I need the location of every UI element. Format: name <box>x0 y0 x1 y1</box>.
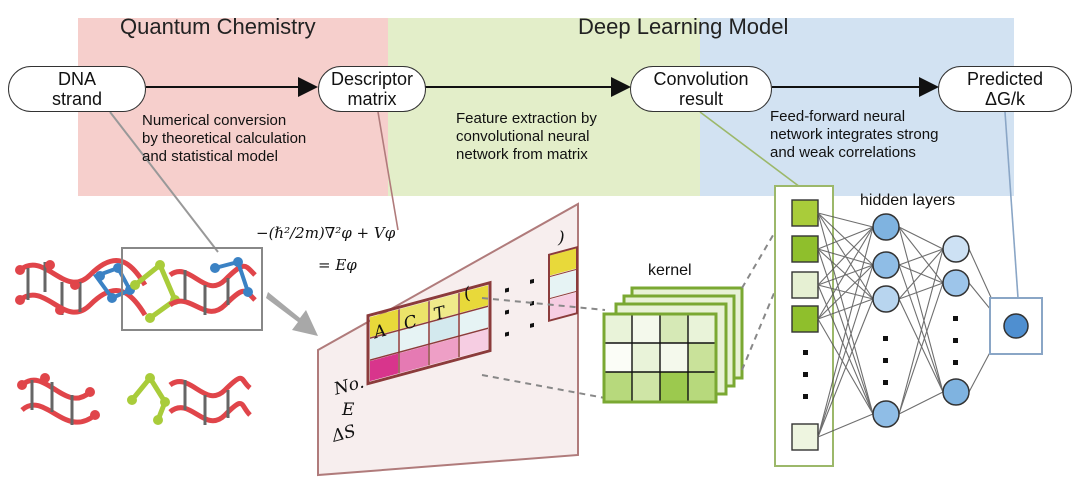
output-node <box>1003 313 1029 339</box>
dna-molecule-top-left <box>15 258 148 317</box>
network-edge <box>817 226 874 286</box>
dna-molecule-bottom-right <box>127 373 252 425</box>
edge-note-1-line1: Numerical conversion <box>142 112 287 129</box>
network-edge <box>898 226 944 250</box>
quantum-chemistry-title: Quantum Chemistry <box>120 14 316 39</box>
network-edge <box>817 413 874 438</box>
edge-note-1-line2: by theoretical calculation <box>142 130 307 147</box>
deep-learning-title: Deep Learning Model <box>578 14 789 39</box>
dashed-matrix-kernel-bottom <box>481 374 606 399</box>
node-convolution-line1: Convolution <box>653 69 749 89</box>
network-edge <box>898 248 944 300</box>
connector-predicted-to-output <box>1004 111 1019 299</box>
kernel-label: kernel <box>648 262 692 279</box>
network-edge <box>817 264 874 438</box>
network-edge <box>817 318 874 415</box>
network-edge <box>817 298 874 320</box>
edge-note-3-line1: Feed-forward neural <box>770 108 906 125</box>
network-edge <box>817 298 874 438</box>
node-descriptor-line1: Descriptor <box>330 69 414 89</box>
dna-molecule-highlighted <box>130 257 257 323</box>
network-edges <box>817 212 1005 438</box>
conversion-arrow <box>266 292 318 336</box>
network-edge <box>898 226 944 393</box>
connector-dna-to-molecule <box>109 111 219 253</box>
node-predicted-line1: Predicted <box>966 69 1044 89</box>
network-edge <box>898 264 944 393</box>
edge-note-3: Feed-forward neural network integrates s… <box>770 108 938 162</box>
network-edge <box>898 298 944 393</box>
edge-note-2: Feature extraction by convolutional neur… <box>456 110 597 164</box>
edge-note-3-line2: network integrates strong <box>770 126 939 143</box>
edge-note-2-line2: convolutional neural <box>456 128 590 145</box>
network-edge <box>898 391 944 415</box>
hidden-layer-2 <box>942 235 970 406</box>
edge-note-3-line3: and weak correlations <box>770 144 916 161</box>
network-edge <box>898 248 944 415</box>
dashed-matrix-kernel-top <box>481 297 606 311</box>
network-edge <box>817 226 874 250</box>
network-edge <box>898 248 944 266</box>
network-edge <box>817 212 874 266</box>
hidden-layer-1 <box>872 213 900 428</box>
node-dna-line1: DNA <box>57 69 96 89</box>
schrodinger-equation-line2: = Eφ <box>318 256 357 274</box>
edge-note-2-line1: Feature extraction by <box>456 110 597 127</box>
kernel-stack <box>602 286 744 404</box>
node-convolution-line2: result <box>678 89 723 109</box>
network-edge <box>898 282 944 415</box>
descriptor-matrix-grid <box>366 245 578 386</box>
edge-note-1: Numerical conversion by theoretical calc… <box>142 112 306 166</box>
molecule-highlight-box <box>121 247 263 331</box>
network-edge <box>898 282 944 300</box>
network-edge <box>898 226 944 284</box>
network-edge <box>817 264 874 286</box>
connector-descriptor-to-matrix <box>377 111 399 231</box>
matrix-col-label-close: ) <box>558 228 565 248</box>
network-edge <box>817 226 874 438</box>
network-edge <box>817 264 874 320</box>
node-predicted-line2: ΔG/k <box>984 89 1025 109</box>
edge-note-1-line3: and statistical model <box>142 148 278 165</box>
node-dna-line2: strand <box>51 89 103 109</box>
network-edge <box>817 212 874 415</box>
network-edge <box>817 226 874 320</box>
dna-molecule-bottom-left <box>17 373 100 425</box>
edge-note-2-line3: network from matrix <box>456 146 588 163</box>
node-descriptor-line2: matrix <box>347 89 397 109</box>
matrix-row-label-e: E <box>342 400 355 420</box>
connector-conv-to-column <box>699 111 801 188</box>
schrodinger-equation-line1: −(ℏ²/2m)∇²φ + Vφ <box>256 224 396 242</box>
hidden-layers-label: hidden layers <box>860 192 956 209</box>
network-edge <box>817 212 874 228</box>
